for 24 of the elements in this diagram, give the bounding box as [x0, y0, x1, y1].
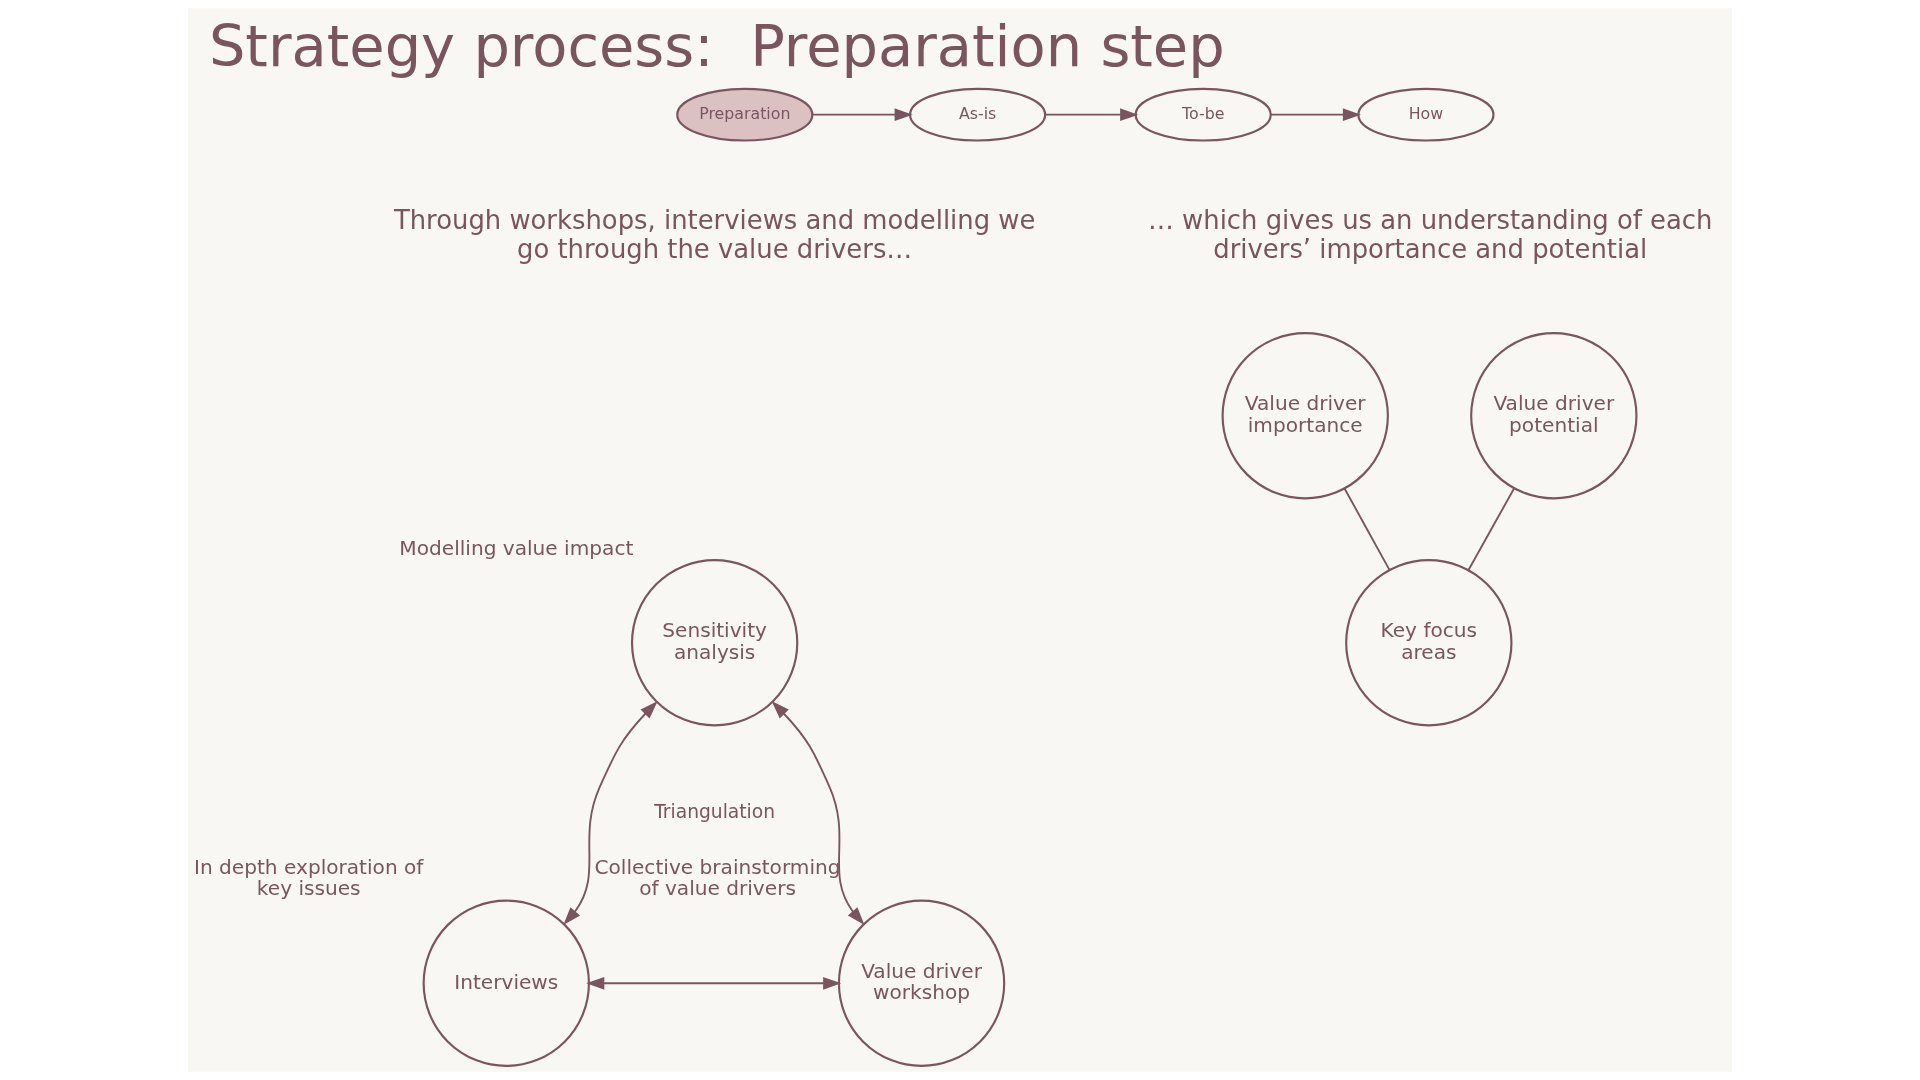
- node-ellipse: As-is: [909, 87, 1047, 142]
- node-circle: Sensitivity analysis: [630, 559, 799, 727]
- node-circle: Interviews: [422, 899, 590, 1067]
- connector: [1343, 487, 1391, 571]
- arrow: [771, 701, 865, 926]
- node-label: Modelling value impact: [399, 535, 634, 560]
- node-circle: Value driver potential: [1470, 332, 1638, 500]
- arrow: [1270, 108, 1361, 121]
- label: … which gives us an understanding of each drivers’ importance and potential: [1148, 204, 1713, 264]
- arrow: [1044, 108, 1139, 121]
- connector: [1467, 487, 1515, 571]
- node-ellipse: To-be: [1134, 87, 1272, 142]
- arrow: [563, 701, 658, 926]
- node-circle: Key focus areas: [1345, 559, 1513, 727]
- node-ellipse: Preparation: [676, 87, 814, 142]
- arrow: [811, 108, 913, 121]
- node-circle: Value driver workshop: [837, 899, 1006, 1067]
- node-circle: Value driver importance: [1221, 332, 1389, 500]
- arrow: [586, 976, 842, 990]
- diagram-title: Strategy process: Preparation step: [208, 12, 1225, 80]
- node-label: In depth exploration of key issues: [193, 854, 424, 901]
- node-ellipse: How: [1357, 87, 1495, 142]
- label: Triangulation: [654, 800, 776, 822]
- label: Through workshops, interviews and modelling we go through the value drivers…: [393, 204, 1036, 264]
